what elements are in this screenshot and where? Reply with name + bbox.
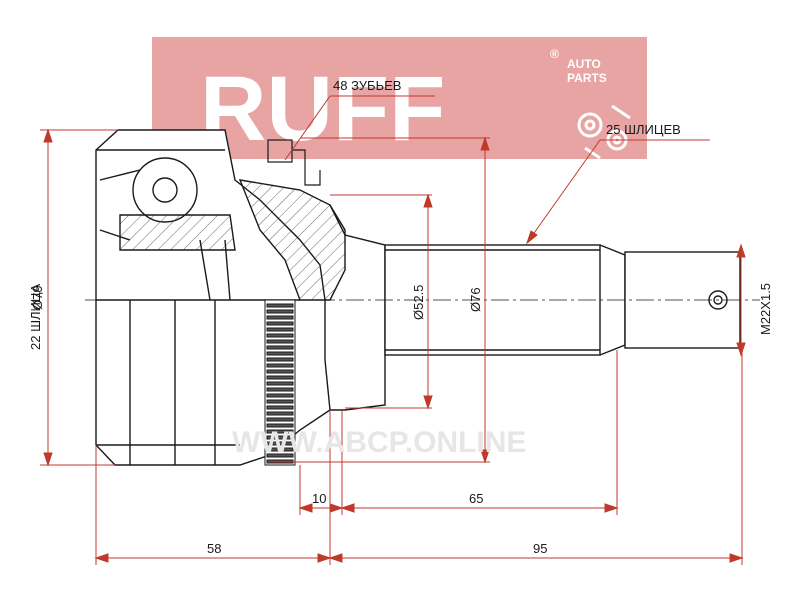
- dimension-95-label: 95: [533, 541, 547, 556]
- brand-name: RUFF: [200, 58, 445, 160]
- abs-tooth: [266, 405, 294, 410]
- abs-tooth: [266, 441, 294, 446]
- abs-tooth: [266, 399, 294, 404]
- abs-tooth: [266, 393, 294, 398]
- brand-banner: RUFF ® AUTO PARTS: [152, 37, 647, 160]
- abs-tooth: [266, 387, 294, 392]
- abs-tooth: [266, 357, 294, 362]
- abs-tone-ring: [264, 299, 296, 466]
- abs-tooth: [266, 309, 294, 314]
- dimension-10-label: 10: [312, 491, 326, 506]
- abs-ring-teeth: [266, 303, 294, 464]
- abs-tooth: [266, 339, 294, 344]
- abs-tooth: [266, 375, 294, 380]
- thread-size-label: M22X1.5: [758, 283, 773, 335]
- abs-tooth: [266, 303, 294, 308]
- outer-housing: [95, 129, 346, 466]
- seat-diameter-52-label: Ø52.5: [411, 285, 426, 320]
- brand-tagline-parts: PARTS: [567, 71, 607, 85]
- dimension-lines: [40, 95, 746, 565]
- abs-tooth: [266, 345, 294, 350]
- abs-tooth: [266, 411, 294, 416]
- abs-tooth: [266, 363, 294, 368]
- seat-diameter-76-label: Ø76: [468, 287, 483, 312]
- outer-diameter-label: Ø79: [30, 285, 45, 310]
- abs-tooth: [266, 435, 294, 440]
- brand-banner-background: [152, 37, 647, 159]
- outer-splines-label: 25 ШЛИЦЕВ: [606, 122, 681, 137]
- abs-tooth: [266, 417, 294, 422]
- abs-tooth: [266, 351, 294, 356]
- abs-tooth: [266, 369, 294, 374]
- abs-tooth: [266, 327, 294, 332]
- snap-ring-detail: [267, 139, 321, 186]
- dimension-58-label: 58: [207, 541, 221, 556]
- teeth-count-label: 48 ЗУБЬЕВ: [333, 78, 401, 93]
- abs-tooth: [266, 447, 294, 452]
- abs-tooth: [266, 453, 294, 458]
- brand-tagline-auto: AUTO: [567, 57, 601, 71]
- inner-splines-label: 22 ШЛИЦА: [28, 284, 43, 350]
- abs-tooth: [266, 315, 294, 320]
- abs-tooth: [266, 321, 294, 326]
- abs-tooth: [266, 333, 294, 338]
- abs-tooth: [266, 429, 294, 434]
- site-watermark: WWW.ABCP.ONLINE: [232, 426, 526, 459]
- abs-tooth: [266, 381, 294, 386]
- abs-tooth: [266, 423, 294, 428]
- brand-registered-mark: ®: [550, 47, 559, 61]
- dimension-65-label: 65: [469, 491, 483, 506]
